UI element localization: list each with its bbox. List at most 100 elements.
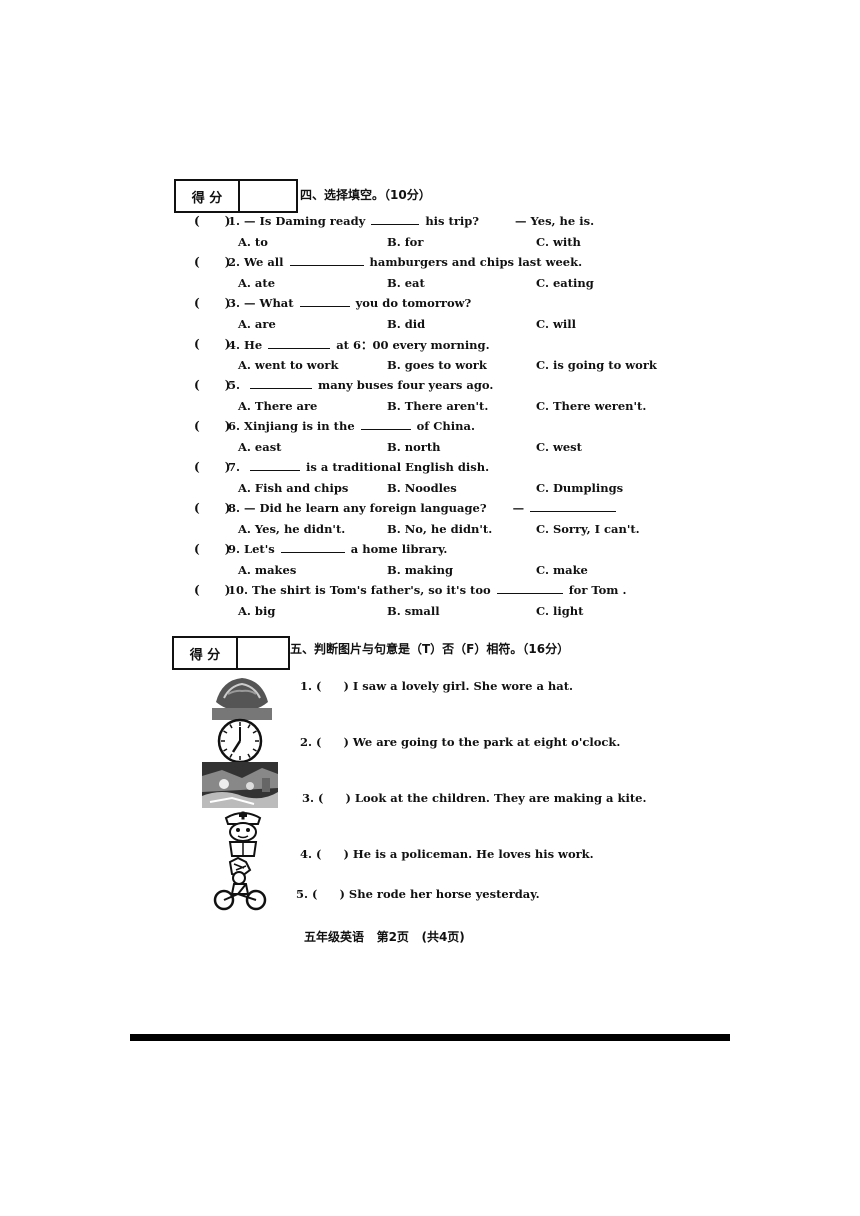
question-stem-end: is a traditional English dish.	[306, 460, 490, 474]
statement-item: 5. () She rode her horse yesterday.	[296, 887, 540, 901]
option-b: B. north	[387, 440, 441, 454]
answer-paren[interactable]: ( )	[194, 542, 231, 556]
question-stem-end: —	[512, 501, 525, 515]
bike-picture	[213, 856, 267, 911]
answer-paren[interactable]: ( )	[194, 501, 231, 515]
answer-blank	[289, 255, 364, 266]
option-c: C. with	[536, 235, 581, 249]
answer-paren[interactable]: ( )	[194, 583, 231, 597]
option-a: A. to	[238, 235, 268, 249]
question-stem-start: Xinjiang is in the	[244, 419, 355, 433]
option-c: C. Dumplings	[536, 481, 624, 495]
answer-paren[interactable]: ( )	[194, 419, 231, 433]
question-stem: 10. The shirt is Tom's father's, so it's…	[228, 583, 626, 597]
question-stem-end: of China.	[416, 419, 475, 433]
question-stem: 6. Xinjiang is in the of China.	[228, 419, 475, 433]
answer-blank	[250, 378, 313, 389]
answer-blank	[530, 501, 617, 512]
footer-grade: 五年级英语	[304, 930, 365, 944]
section4-title: 四、选择填空。（10分）	[300, 188, 431, 202]
answer-blank	[299, 296, 350, 307]
answer-blank	[280, 542, 345, 553]
question-number: 3.	[228, 296, 241, 310]
answer-blank	[496, 583, 563, 594]
question-stem-start: We all	[244, 255, 284, 269]
option-c: C. is going to work	[536, 358, 657, 372]
option-b: B. No, he didn't.	[387, 522, 493, 536]
answer-paren[interactable]: ( )	[194, 214, 231, 228]
option-a: A. went to work	[238, 358, 339, 372]
option-c: C. will	[536, 317, 576, 331]
question-number: 1.	[228, 214, 241, 228]
question-stem-end: for Tom .	[568, 583, 627, 597]
question-number: 2.	[228, 255, 241, 269]
question-number: 8.	[228, 501, 241, 515]
question-item: ( )8. — Did he learn any foreign languag…	[0, 501, 860, 542]
option-a: A. east	[238, 440, 282, 454]
answer-paren[interactable]: ( )	[194, 460, 231, 474]
question-item: ( )5. many buses four years ago. A. There…	[0, 378, 860, 419]
option-b: B. for	[387, 235, 424, 249]
option-c: C. west	[536, 440, 582, 454]
clock-picture	[217, 718, 263, 764]
option-a: A. ate	[238, 276, 276, 290]
statement-text: ) He is a policeman. He loves his work.	[343, 847, 594, 861]
question-stem: 5. many buses four years ago.	[228, 378, 493, 392]
score-label: 得 分	[174, 638, 238, 668]
option-b: B. Noodles	[387, 481, 457, 495]
question-stem-start: — Did he learn any foreign language?	[244, 501, 487, 515]
question-number: 6.	[228, 419, 241, 433]
option-c: C. light	[536, 604, 584, 618]
statement-item: 3. ( ) Look at the children. They are mak…	[302, 791, 646, 805]
section5-title: 五、判断图片与句意是（T）否（F）相符。（16分）	[290, 642, 570, 656]
question-number: 9.	[228, 542, 241, 556]
page-footer: 五年级英语 第2页 (共4页)	[304, 928, 465, 945]
children-picture	[202, 762, 278, 808]
question-stem-start: He	[244, 338, 263, 352]
question-stem: 7. is a traditional English dish.	[228, 460, 489, 474]
answer-paren[interactable]: ( )	[194, 337, 231, 351]
option-a: A. There are	[238, 399, 318, 413]
statement-item: 1. ( ) I saw a lovely girl. She wore a ha…	[300, 679, 573, 693]
answer-paren[interactable]: ( )	[194, 378, 231, 392]
option-b: B. small	[387, 604, 440, 618]
statement-number[interactable]: 1. (	[300, 679, 322, 693]
question-number: 4.	[228, 338, 241, 352]
statement-item: 2. () We are going to the park at eight …	[300, 735, 620, 749]
hat-picture	[212, 672, 272, 720]
answer-blank	[250, 460, 301, 471]
question-number: 10.	[228, 583, 249, 597]
score-blank	[240, 181, 296, 211]
answer-paren[interactable]: ( )	[194, 255, 231, 269]
question-number: 7.	[228, 460, 241, 474]
section4-score-box: 得 分	[174, 179, 298, 213]
question-item: ( )10. The shirt is Tom's father's, so i…	[0, 583, 860, 624]
score-blank	[238, 638, 288, 668]
question-response: — Yes, he is.	[515, 214, 595, 228]
statement-number[interactable]: 4. (	[300, 847, 322, 861]
option-b: B. goes to work	[387, 358, 487, 372]
option-b: B. eat	[387, 276, 425, 290]
answer-blank	[371, 214, 420, 225]
question-item: ( )6. Xinjiang is in the of China. A. east…	[0, 419, 860, 460]
question-stem-start: Let's	[244, 542, 275, 556]
statement-number[interactable]: 3. (	[302, 791, 324, 805]
footer-page: 第2页	[376, 930, 409, 944]
footer-total: (共4页)	[421, 930, 465, 944]
statement-item: 4. ( ) He is a policeman. He loves his wo…	[300, 847, 594, 861]
question-stem-start: — What	[244, 296, 294, 310]
statement-number[interactable]: 2. (	[300, 735, 322, 749]
statement-text: ) Look at the children. They are making …	[345, 791, 647, 805]
statement-text: ) I saw a lovely girl. She wore a hat.	[343, 679, 574, 693]
statement-number[interactable]: 5. (	[296, 887, 318, 901]
answer-paren[interactable]: ( )	[194, 296, 231, 310]
